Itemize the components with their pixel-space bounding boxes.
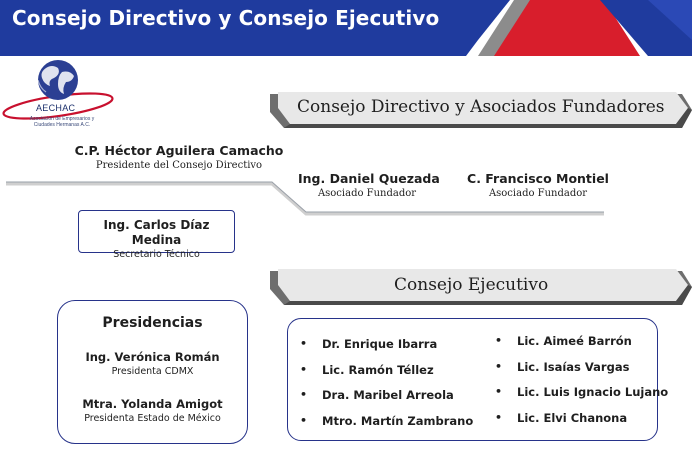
founder-card: Ing. Daniel Quezada Asociado Fundador: [298, 171, 440, 201]
secretary-box: Ing. Carlos Díaz Medina Secretario Técni…: [78, 210, 235, 260]
list-item: Lic. Ramón Téllez: [300, 361, 473, 387]
ejecutivo-box: Dr. Enrique Ibarra Lic. Ramón Téllez Dra…: [287, 318, 668, 441]
list-item: Lic. Isaías Vargas: [495, 358, 668, 384]
secretary-name: Ing. Carlos Díaz Medina: [103, 218, 210, 247]
list-item: Dr. Enrique Ibarra: [300, 335, 473, 361]
secretary-role: Secretario Técnico: [113, 249, 200, 260]
directivo-section-header: Consejo Directivo y Asociados Fundadores: [270, 92, 692, 134]
globe-icon: [2, 60, 114, 120]
presidencia-item: Mtra. Yolanda Amigot Presidenta Estado d…: [58, 397, 247, 425]
list-item: Lic. Elvi Chanona: [495, 409, 668, 435]
presidencia-role: Presidenta Estado de México: [84, 413, 221, 424]
presidencia-item: Ing. Verónica Román Presidenta CDMX: [58, 350, 247, 378]
list-item: Lic. Aimeé Barrón: [495, 332, 668, 358]
founder-role: Asociado Fundador: [317, 188, 417, 199]
banner-graphic: [0, 0, 692, 56]
president-role: Presidente del Consejo Directivo: [95, 160, 263, 171]
president-card: C.P. Héctor Aguilera Camacho Presidente …: [62, 143, 296, 173]
ejecutivo-list-right: Lic. Aimeé Barrón Lic. Isaías Vargas Lic…: [495, 332, 668, 434]
list-item: Dra. Maribel Arreola: [300, 386, 473, 412]
directivo-title: Consejo Directivo y Asociados Fundadores: [297, 97, 665, 117]
presidencias-box: Presidencias Ing. Verónica Román Preside…: [57, 300, 248, 444]
presidencia-name: Ing. Verónica Román: [85, 350, 220, 364]
ejecutivo-list-left: Dr. Enrique Ibarra Lic. Ramón Téllez Dra…: [300, 335, 473, 437]
presidencia-name: Mtra. Yolanda Amigot: [82, 397, 223, 411]
presidencia-role: Presidenta CDMX: [111, 366, 194, 377]
founder-card: C. Francisco Montiel Asociado Fundador: [466, 171, 610, 201]
ejecutivo-title: Consejo Ejecutivo: [394, 275, 549, 295]
president-name: C.P. Héctor Aguilera Camacho: [74, 143, 284, 158]
logo-name: AECHAC: [36, 103, 76, 113]
aechac-logo: [0, 58, 118, 140]
founder-name: C. Francisco Montiel: [467, 171, 609, 186]
presidencias-heading: Presidencias: [102, 315, 203, 331]
header-banner: Consejo Directivo y Consejo Ejecutivo: [0, 0, 692, 56]
founder-name: Ing. Daniel Quezada: [298, 171, 440, 186]
ejecutivo-section-header: Consejo Ejecutivo: [270, 269, 692, 311]
founder-role: Asociado Fundador: [488, 188, 588, 199]
page-title: Consejo Directivo y Consejo Ejecutivo: [12, 6, 440, 30]
list-item: Lic. Luis Ignacio Lujano: [495, 383, 668, 409]
list-item: Mtro. Martín Zambrano: [300, 412, 473, 438]
logo-tagline: Asociación de Empresarios y Ciudades Her…: [29, 116, 95, 128]
